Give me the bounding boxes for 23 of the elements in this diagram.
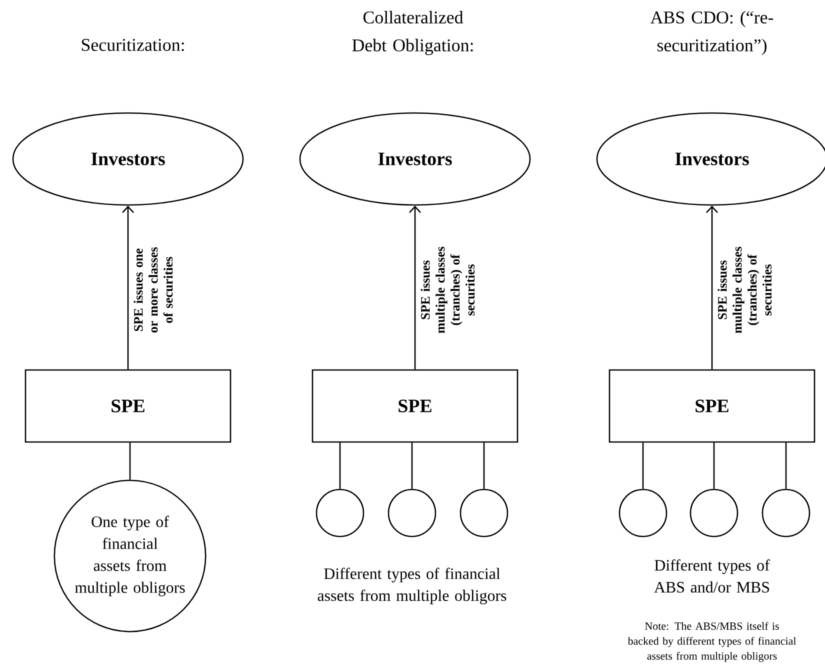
heading: Securitization: [82,38,184,52]
circle [388,488,436,538]
circle [762,488,810,538]
process-box: SPE [608,369,816,443]
arrow [122,206,134,370]
circle [618,488,668,538]
caption: Different types of ABS and/or MBS [654,559,770,593]
arrow [706,206,718,370]
process-box: SPE [312,369,518,443]
oval: Investors [299,112,531,206]
edge-label: SPE issues multiple classes (tranches) of securities [718,246,772,334]
caption: Different types of financial assets from multiple obligors [318,568,506,604]
heading: ABS CDO: (“re-securitization”) [650,10,774,56]
heading: Collateralized Debt Obligation: [352,10,473,56]
circle [690,488,738,538]
circle [316,488,364,538]
edge-label: SPE issues multiple classes (tranches) of securities [420,246,475,334]
circle [460,488,508,538]
note: Note: The ABS/MBS itself is backed by different types of financial assets from multiple obligors [628,622,796,662]
oval: Investors [12,112,244,206]
process-box: SPE [24,369,232,443]
edge-label: SPE issues one or more classes of securities [134,247,173,333]
arrow [409,206,421,370]
